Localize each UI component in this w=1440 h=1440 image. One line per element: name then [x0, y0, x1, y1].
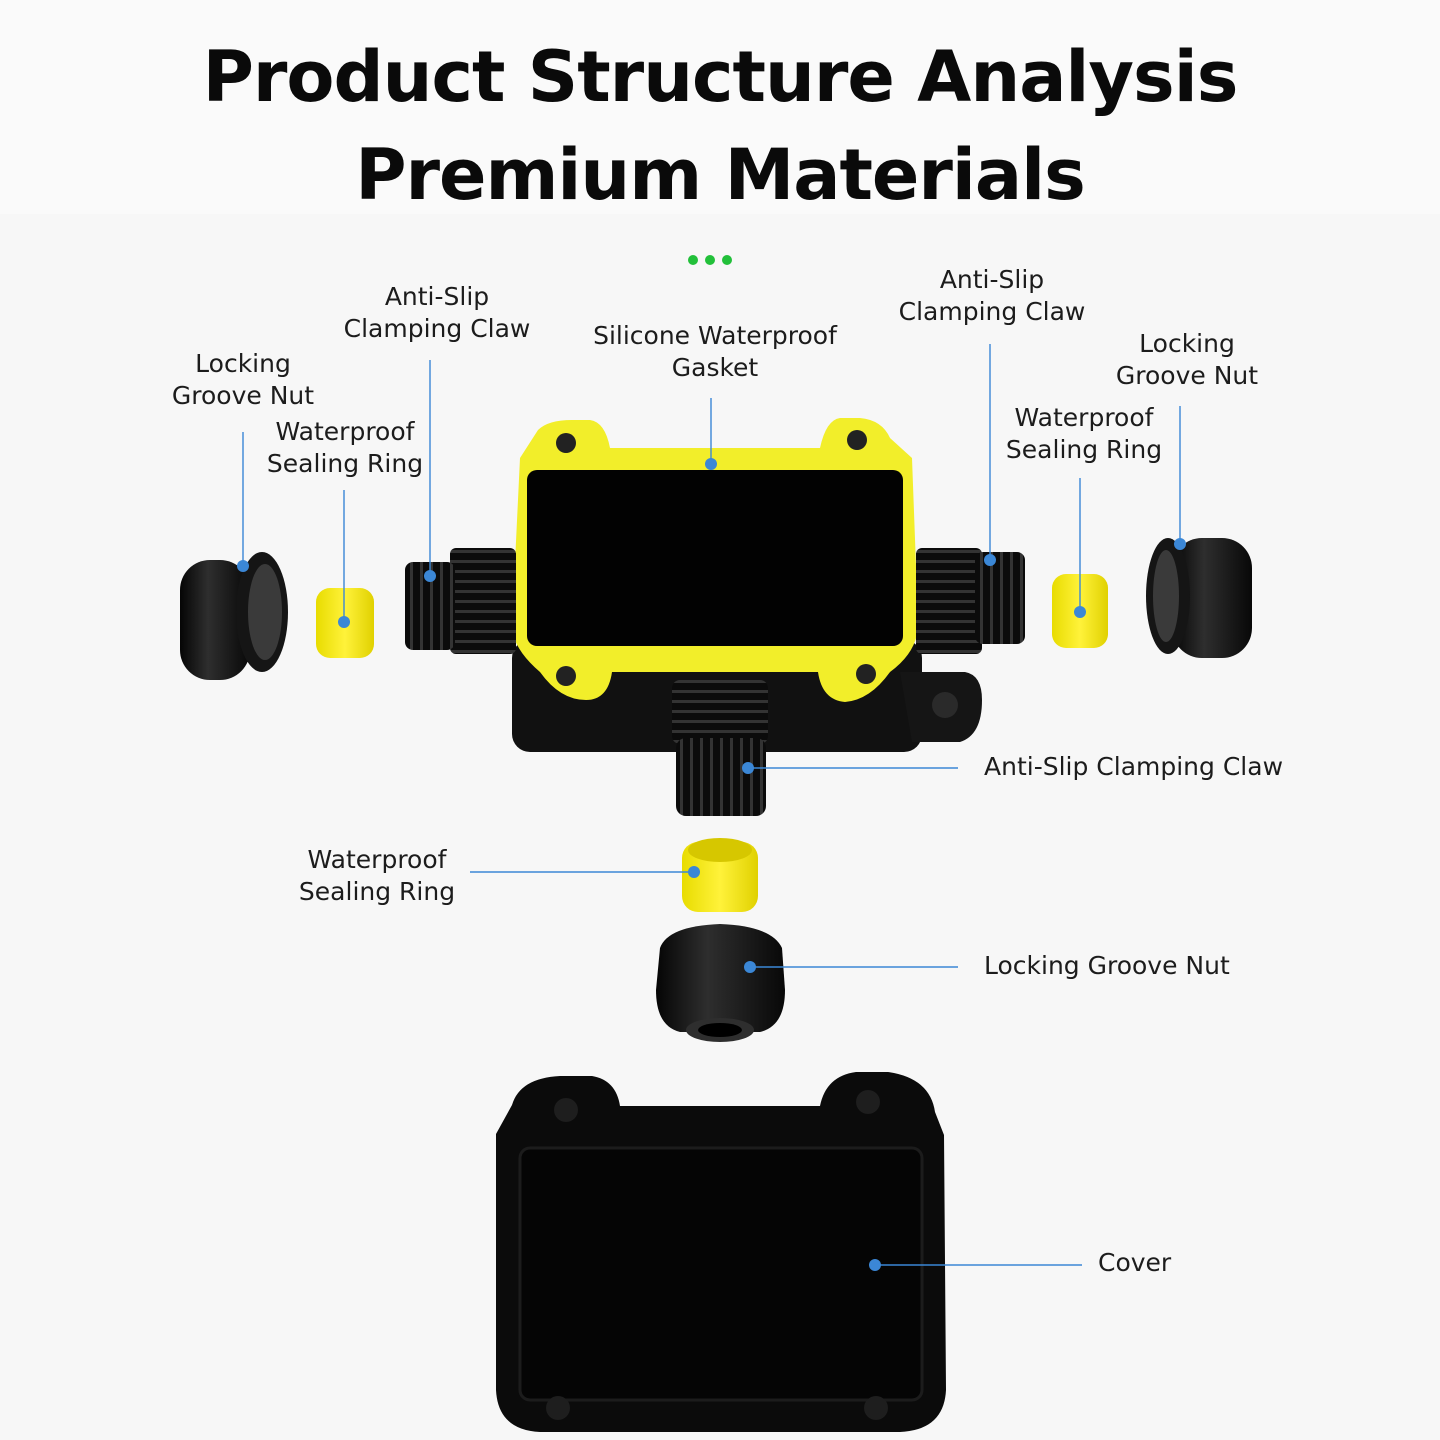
label-line: Clamping Claw — [344, 313, 531, 345]
bottom-locking-groove-nut — [656, 924, 785, 1042]
callout-dot-right-claw — [984, 554, 996, 566]
cover-plate — [496, 1072, 946, 1432]
callout-dot-gasket — [705, 458, 717, 470]
right-port — [916, 548, 1025, 654]
callout-dot-bottom-nut — [744, 961, 756, 973]
label-right-locking-groove-nut: Locking Groove Nut — [1116, 328, 1258, 392]
callout-dot-left-ring — [338, 616, 350, 628]
label-line: Waterproof — [1006, 402, 1162, 434]
label-line: Clamping Claw — [899, 296, 1086, 328]
label-line: Locking — [172, 348, 314, 380]
callout-dot-right-nut — [1174, 538, 1186, 550]
label-line: Locking — [1116, 328, 1258, 360]
label-line: Silicone Waterproof — [593, 320, 837, 352]
label-line: Anti-Slip — [899, 264, 1086, 296]
label-bottom-locking-groove-nut: Locking Groove Nut — [984, 950, 1230, 982]
label-line: Waterproof — [299, 844, 455, 876]
callout-dot-left-claw — [424, 570, 436, 582]
label-line: Gasket — [593, 352, 837, 384]
callout-dot-left-nut — [237, 560, 249, 572]
callout-dot-cover — [869, 1259, 881, 1271]
label-silicone-waterproof-gasket: Silicone Waterproof Gasket — [593, 320, 837, 384]
label-line: Waterproof — [267, 416, 423, 448]
label-right-waterproof-sealing-ring: Waterproof Sealing Ring — [1006, 402, 1162, 466]
label-bottom-anti-slip-clamping-claw: Anti-Slip Clamping Claw — [984, 751, 1283, 783]
right-locking-groove-nut — [1146, 538, 1252, 658]
label-line: Sealing Ring — [267, 448, 423, 480]
callout-dot-bottom-ring — [688, 866, 700, 878]
bottom-port — [672, 680, 768, 816]
label-line: Groove Nut — [1116, 360, 1258, 392]
left-port — [405, 548, 516, 654]
label-line: Sealing Ring — [1006, 434, 1162, 466]
label-line: Groove Nut — [172, 380, 314, 412]
left-locking-groove-nut — [180, 552, 288, 680]
label-right-anti-slip-clamping-claw: Anti-Slip Clamping Claw — [899, 264, 1086, 328]
label-bottom-waterproof-sealing-ring: Waterproof Sealing Ring — [299, 844, 455, 908]
label-line: Anti-Slip — [344, 281, 531, 313]
callout-dot-bottom-claw — [742, 762, 754, 774]
label-cover: Cover — [1098, 1247, 1171, 1279]
label-left-anti-slip-clamping-claw: Anti-Slip Clamping Claw — [344, 281, 531, 345]
label-line: Sealing Ring — [299, 876, 455, 908]
callout-dot-right-ring — [1074, 606, 1086, 618]
label-left-locking-groove-nut: Locking Groove Nut — [172, 348, 314, 412]
label-left-waterproof-sealing-ring: Waterproof Sealing Ring — [267, 416, 423, 480]
